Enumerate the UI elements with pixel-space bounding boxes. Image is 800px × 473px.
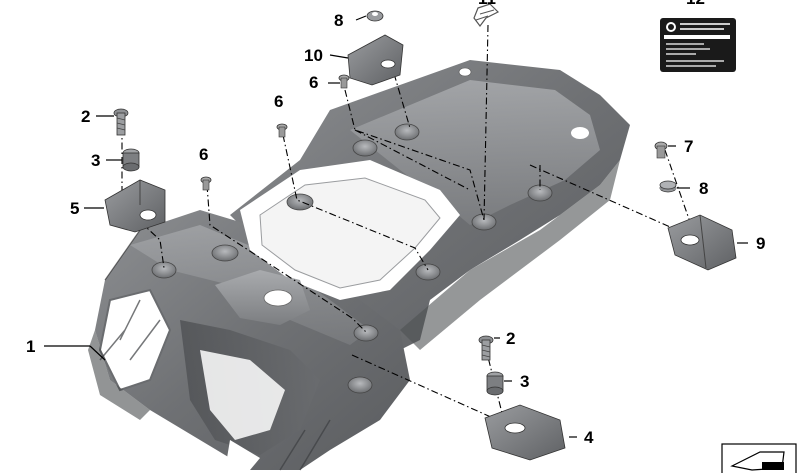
bracket-9-right — [667, 214, 737, 271]
callout-5: 5 — [70, 199, 79, 218]
screw-7-right — [654, 141, 668, 159]
callout-3-top: 3 — [91, 151, 100, 170]
callout-10: 10 — [304, 46, 323, 65]
clip-11 — [473, 3, 500, 27]
screw-6-top — [338, 74, 350, 89]
callout-6-mid: 6 — [274, 92, 283, 111]
callout-8-right: 8 — [699, 179, 708, 198]
callout-6-left: 6 — [199, 145, 208, 164]
washer-8-top — [366, 10, 384, 22]
bracket-4-bottom — [484, 404, 566, 461]
callout-8-top: 8 — [334, 11, 343, 30]
screw-6-left — [200, 176, 212, 191]
callout-6-top: 6 — [309, 73, 318, 92]
callout-11: 11 — [478, 0, 496, 8]
callout-2-top: 2 — [81, 107, 90, 126]
spacer-3-left — [122, 148, 140, 172]
bracket-10 — [347, 34, 404, 86]
callout-1: 1 — [26, 337, 35, 356]
parts-catalog-arrow-icon — [721, 443, 797, 473]
screw-2-left — [113, 108, 129, 136]
bracket-5-left — [104, 179, 166, 233]
callout-9: 9 — [756, 234, 765, 253]
screw-6-middle — [276, 123, 288, 138]
callouts: 1 2 3 5 6 6 6 8 10 11 12 7 8 9 2 3 4 — [26, 0, 765, 447]
callout-7: 7 — [684, 137, 693, 156]
screw-2-bottom — [478, 335, 494, 361]
callout-2-bottom: 2 — [506, 329, 515, 348]
callout-3-bottom: 3 — [520, 372, 529, 391]
leader-lines — [44, 15, 748, 438]
callout-4: 4 — [584, 428, 594, 447]
washer-8-right — [659, 180, 677, 193]
spacer-3-bottom — [486, 371, 504, 396]
mounting-bosses — [151, 123, 553, 394]
type-label-plate-icon — [660, 18, 736, 72]
callout-12: 12 — [686, 0, 705, 8]
